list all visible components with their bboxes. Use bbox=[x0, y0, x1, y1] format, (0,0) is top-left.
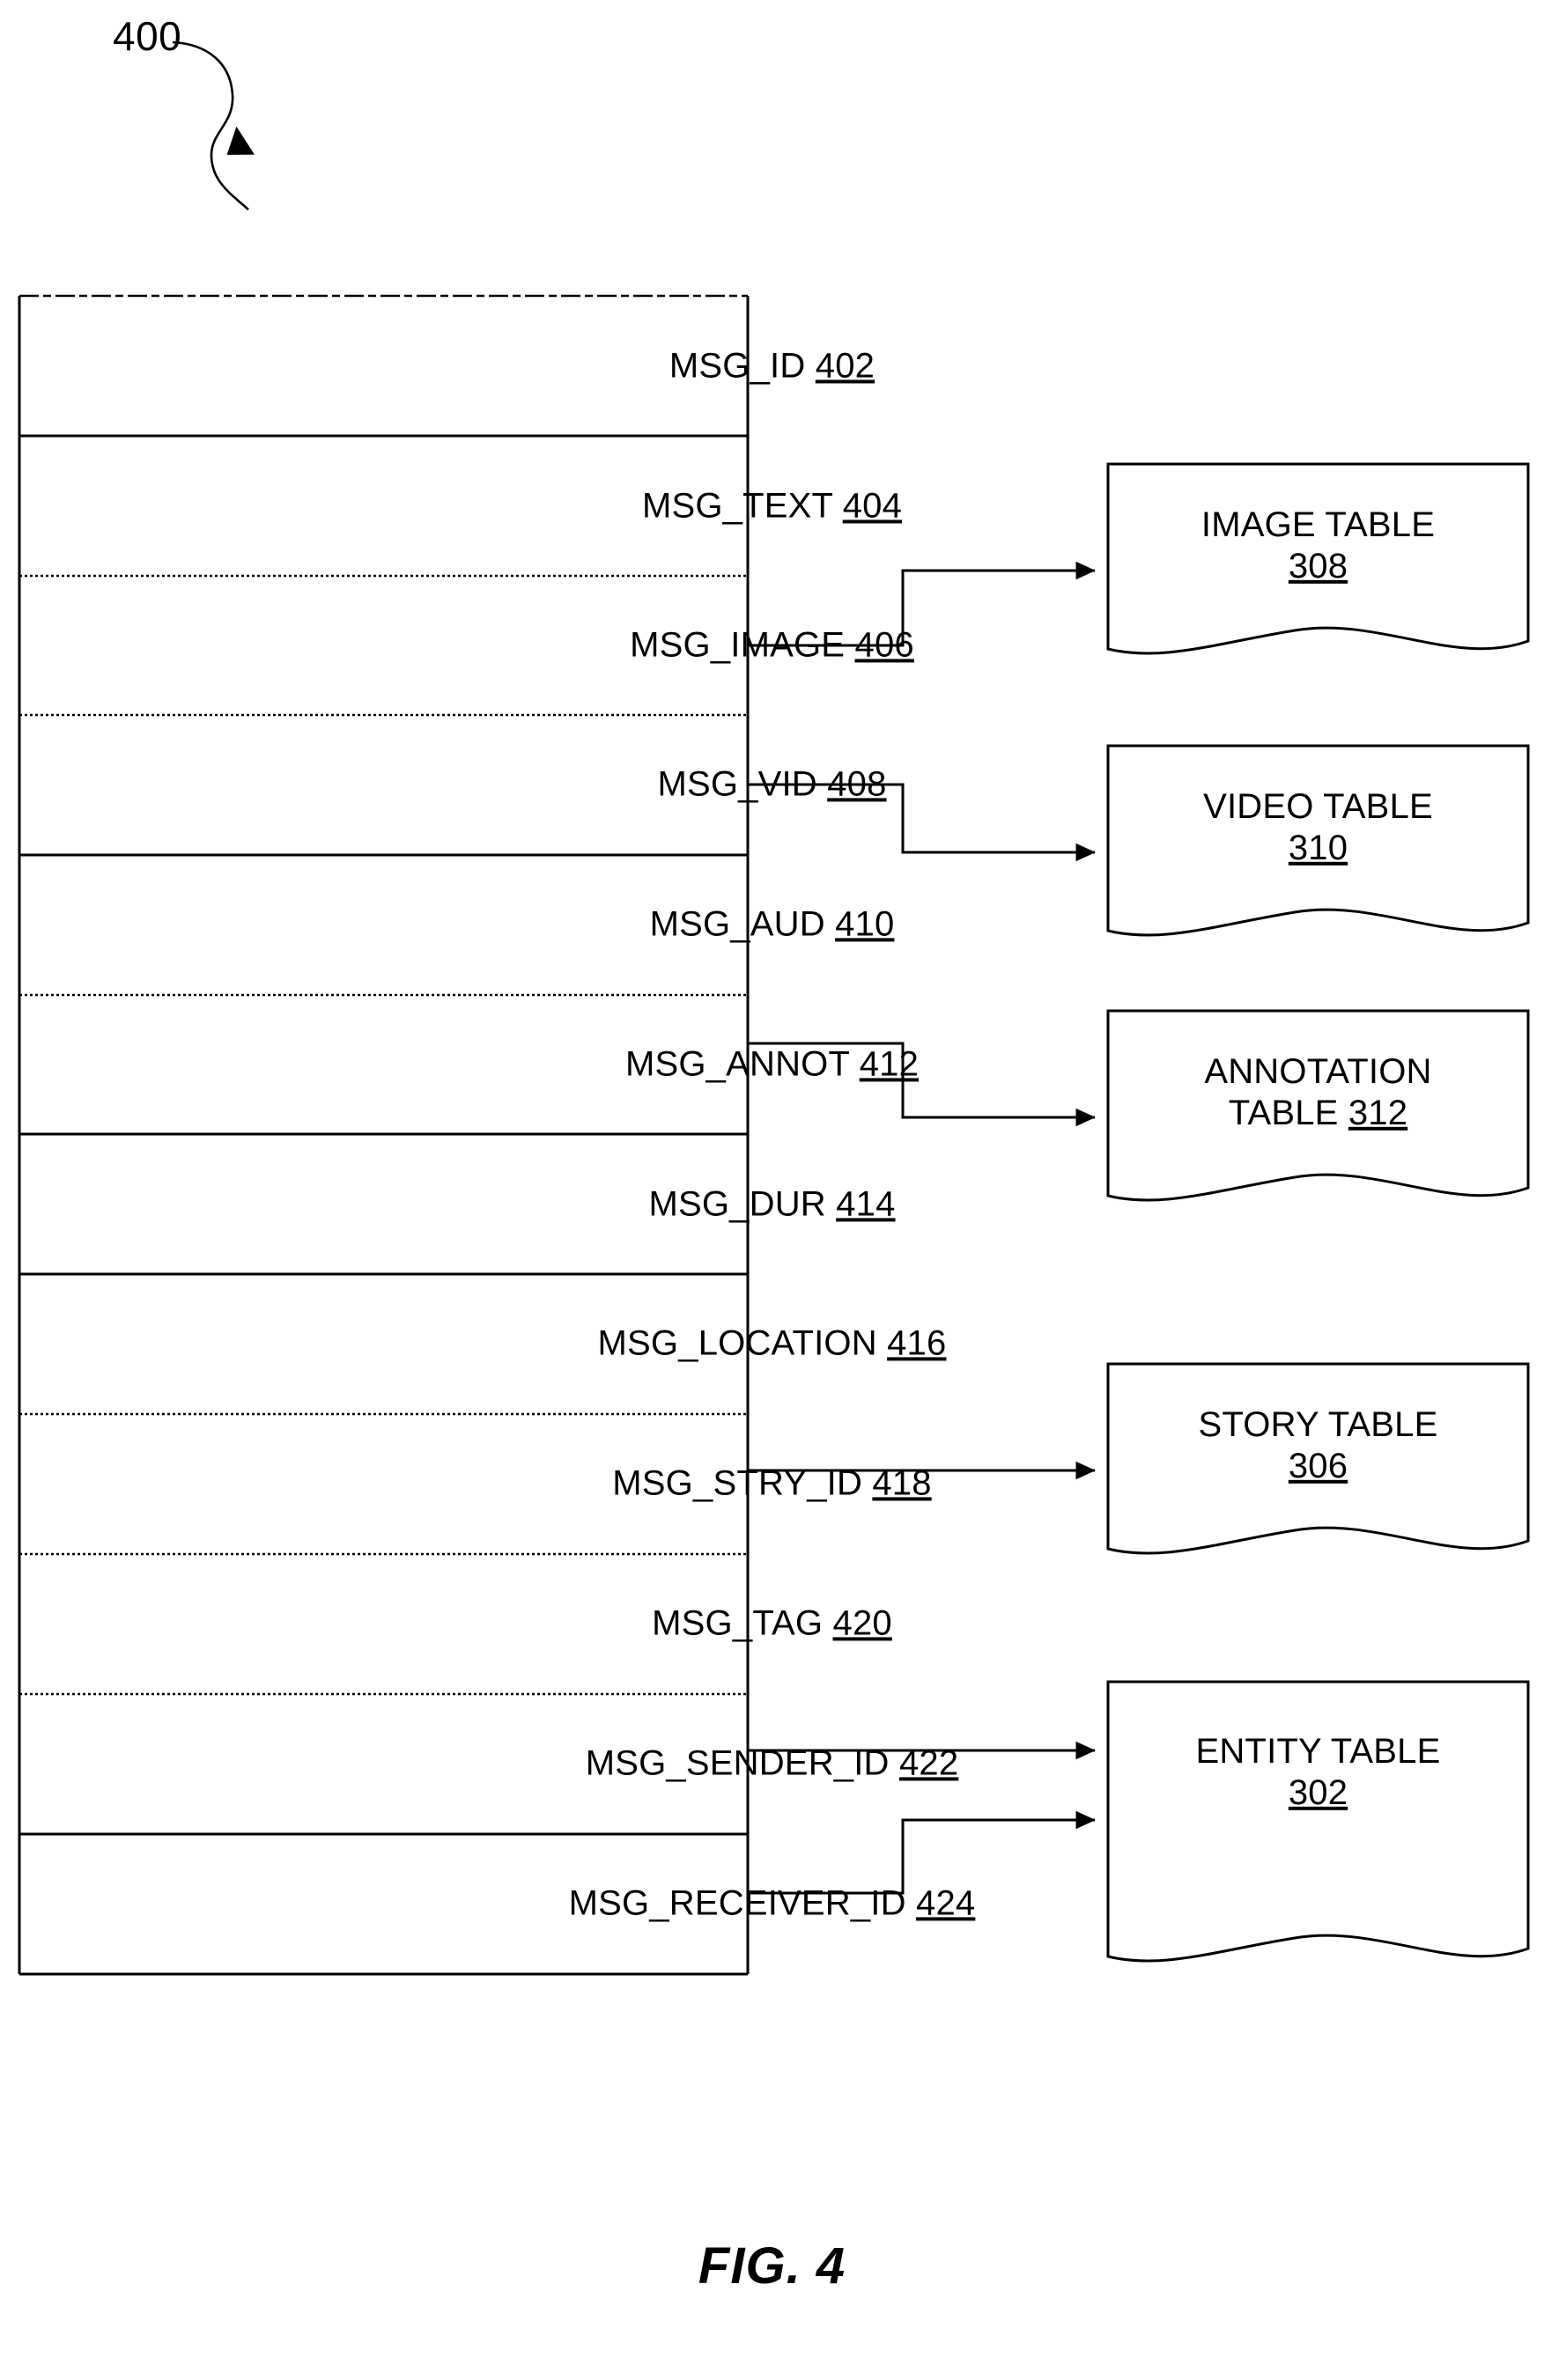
field-name-msg-annot: MSG_ANNOT bbox=[624, 1044, 860, 1084]
image-table-box-shape bbox=[1106, 462, 1530, 655]
video-table-label: VIDEO TABLE 310 bbox=[1108, 786, 1528, 869]
annotation-table-title-word: TABLE bbox=[1228, 1094, 1339, 1132]
field-row-msg-annot: MSG_ANNOT 412 bbox=[0, 1043, 1544, 1085]
field-ref-msg-stry-id: 418 bbox=[872, 1463, 932, 1503]
field-ref-msg-sender-id: 422 bbox=[898, 1743, 959, 1783]
entity-table-title: ENTITY TABLE bbox=[1195, 1731, 1441, 1771]
field-name-msg-text: MSG_TEXT bbox=[641, 486, 843, 526]
field-ref-msg-id: 402 bbox=[815, 346, 875, 386]
image-table-title: IMAGE TABLE bbox=[1200, 505, 1436, 544]
field-ref-msg-vid: 408 bbox=[827, 764, 887, 804]
connector-msg-image-to-image-table bbox=[748, 561, 1096, 647]
field-name-msg-image: MSG_IMAGE bbox=[630, 625, 855, 665]
field-row-msg-receiver-id: MSG_RECEIVER_ID 424 bbox=[0, 1883, 1544, 1924]
field-name-msg-dur: MSG_DUR bbox=[648, 1184, 837, 1224]
field-row-msg-dur: MSG_DUR 414 bbox=[0, 1183, 1544, 1225]
field-name-msg-tag: MSG_TAG bbox=[652, 1603, 833, 1643]
annotation-table-title-line2: TABLE 312 bbox=[1108, 1093, 1528, 1134]
field-name-msg-id: MSG_ID bbox=[669, 346, 816, 386]
connector-msg-receiver-id-to-entity-table bbox=[748, 1810, 1096, 1895]
field-row-msg-vid: MSG_VID 408 bbox=[0, 763, 1544, 805]
field-ref-msg-image: 406 bbox=[854, 625, 914, 665]
figure-reference-numeral: 400 bbox=[113, 13, 182, 59]
reference-leader-400 bbox=[172, 41, 255, 210]
field-ref-msg-receiver-id: 424 bbox=[916, 1883, 976, 1923]
field-ref-msg-location: 416 bbox=[887, 1323, 947, 1363]
connector-msg-vid-to-video-table bbox=[748, 783, 1096, 862]
video-table-ref: 310 bbox=[1288, 829, 1348, 867]
field-name-msg-vid: MSG_VID bbox=[657, 764, 828, 804]
field-name-msg-sender-id: MSG_SENDER_ID bbox=[585, 1743, 899, 1783]
field-row-msg-sender-id: MSG_SENDER_ID 422 bbox=[0, 1743, 1544, 1784]
connector-msg-annot-to-annotation-table bbox=[748, 1042, 1096, 1127]
field-row-msg-text: MSG_TEXT 404 bbox=[0, 485, 1544, 527]
message-table-row-separators bbox=[19, 434, 748, 1836]
field-name-msg-aud: MSG_AUD bbox=[649, 904, 836, 944]
field-ref-msg-dur: 414 bbox=[836, 1184, 896, 1224]
image-table-label: IMAGE TABLE 308 bbox=[1108, 505, 1528, 587]
field-name-msg-receiver-id: MSG_RECEIVER_ID bbox=[568, 1883, 917, 1923]
field-row-msg-id: MSG_ID 402 bbox=[0, 345, 1544, 387]
figure-caption: FIG. 4 bbox=[698, 2237, 846, 2295]
field-name-msg-stry-id: MSG_STRY_ID bbox=[612, 1463, 873, 1503]
field-ref-msg-annot: 412 bbox=[859, 1044, 920, 1084]
entity-table-label: ENTITY TABLE 302 bbox=[1108, 1731, 1528, 1814]
field-row-msg-stry-id: MSG_STRY_ID 418 bbox=[0, 1463, 1544, 1504]
field-ref-msg-tag: 420 bbox=[832, 1603, 892, 1643]
field-row-msg-aud: MSG_AUD 410 bbox=[0, 903, 1544, 945]
entity-table-box-shape bbox=[1106, 1680, 1530, 1963]
story-table-ref: 306 bbox=[1288, 1447, 1348, 1485]
field-row-msg-image: MSG_IMAGE 406 bbox=[0, 624, 1544, 666]
video-table-title: VIDEO TABLE bbox=[1203, 786, 1433, 826]
image-table-ref: 308 bbox=[1288, 547, 1348, 586]
annotation-table-ref: 312 bbox=[1348, 1094, 1408, 1132]
story-table-label: STORY TABLE 306 bbox=[1108, 1404, 1528, 1487]
story-table-title: STORY TABLE bbox=[1198, 1404, 1438, 1444]
video-table-box-shape bbox=[1106, 744, 1530, 937]
field-ref-msg-text: 404 bbox=[842, 486, 903, 526]
annotation-table-box-shape bbox=[1106, 1009, 1530, 1202]
field-ref-msg-aud: 410 bbox=[835, 904, 895, 944]
field-name-msg-location: MSG_LOCATION bbox=[597, 1323, 888, 1363]
entity-table-ref: 302 bbox=[1288, 1773, 1348, 1812]
annotation-table-title-line1: ANNOTATION bbox=[1204, 1051, 1432, 1091]
story-table-box-shape bbox=[1106, 1362, 1530, 1555]
field-row-msg-location: MSG_LOCATION 416 bbox=[0, 1323, 1544, 1364]
field-row-msg-tag: MSG_TAG 420 bbox=[0, 1603, 1544, 1644]
annotation-table-label: ANNOTATION TABLE 312 bbox=[1108, 1051, 1528, 1134]
